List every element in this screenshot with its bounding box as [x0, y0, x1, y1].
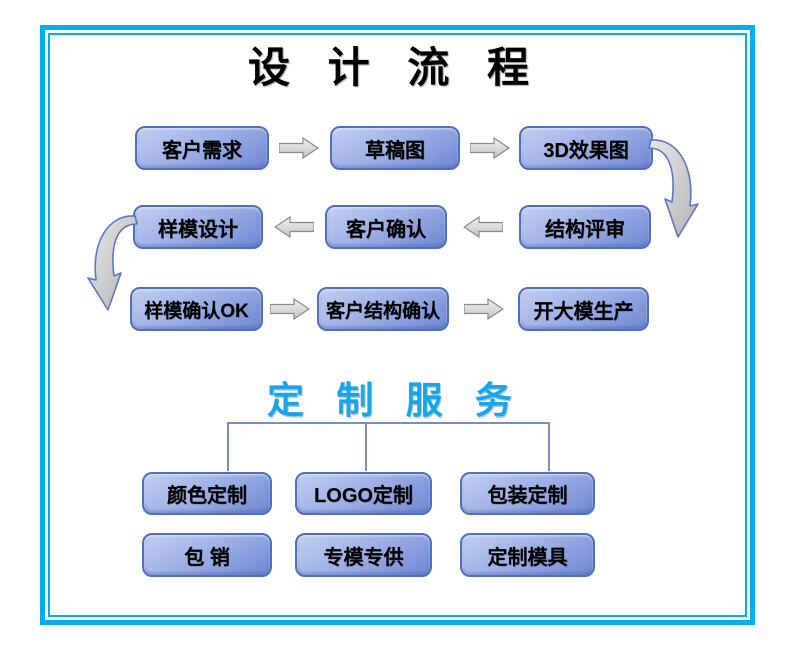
arrow-right-icon [470, 137, 510, 159]
curved-arrow-right-icon [648, 139, 699, 238]
service-box-exclusive-mold-supply: 专模专供 [295, 533, 432, 577]
service-box-packaging-custom: 包装定制 [460, 472, 595, 515]
service-box-logo-custom: LOGO定制 [295, 472, 432, 515]
arrow-right-icon [279, 137, 319, 159]
arrow-right-icon [464, 298, 504, 320]
flow-node-sample-confirm-ok: 样模确认OK [130, 287, 263, 331]
inner-frame [48, 33, 747, 617]
service-box-custom-mold: 定制模具 [460, 533, 595, 577]
flow-node-3d-render: 3D效果图 [519, 126, 653, 170]
arrow-right-icon [270, 298, 310, 320]
curved-arrow-left-icon [87, 215, 138, 311]
flow-node-draft-drawing: 草稿图 [330, 126, 460, 170]
flow-node-mass-mold-production: 开大模生产 [518, 287, 649, 331]
flow-node-sample-design: 样模设计 [133, 205, 263, 249]
outer-frame [40, 25, 755, 625]
arrow-left-icon [463, 216, 503, 238]
flow-node-customer-structure-confirm: 客户结构确认 [317, 287, 449, 331]
service-box-color-custom: 颜色定制 [142, 472, 272, 515]
service-box-exclusive-sales: 包 销 [142, 533, 272, 577]
flow-node-customer-confirm: 客户确认 [325, 205, 447, 249]
flow-node-customer-needs: 客户需求 [135, 126, 269, 170]
page-title: 设 计 流 程 [247, 44, 542, 91]
arrow-left-icon [274, 216, 314, 238]
services-title: 定 制 服 务 [267, 380, 523, 421]
flow-node-structure-review: 结构评审 [519, 205, 651, 249]
tree-connector [227, 422, 550, 471]
